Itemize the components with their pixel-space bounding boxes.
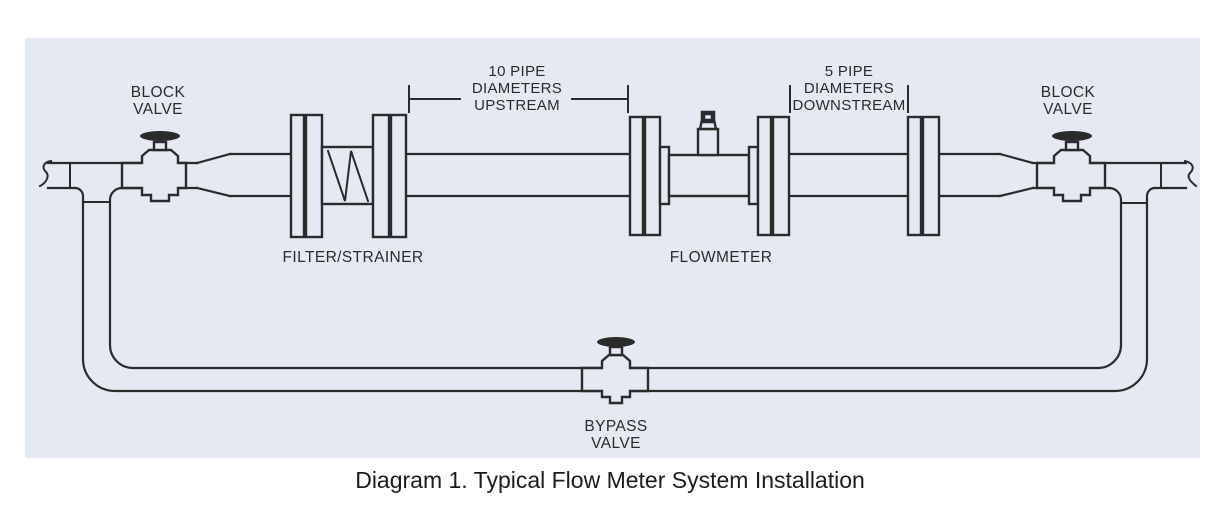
flange bbox=[906, 115, 923, 237]
upstream-dim-label: 10 PIPE bbox=[488, 63, 545, 80]
valve-stem bbox=[1064, 140, 1080, 152]
strainer-screen-icon bbox=[326, 149, 370, 203]
block-valve-right-label: VALVE bbox=[1043, 101, 1093, 118]
flowmeter-label: FLOWMETER bbox=[670, 249, 773, 266]
handwheel-icon bbox=[1052, 131, 1092, 141]
block-valve-right-symbol bbox=[1035, 131, 1107, 203]
upstream-dim-label: UPSTREAM bbox=[474, 97, 560, 114]
flange bbox=[389, 113, 408, 239]
transmitter-cap-icon bbox=[700, 110, 716, 124]
flange bbox=[771, 115, 791, 237]
diagram-caption: Diagram 1. Typical Flow Meter System Ins… bbox=[355, 467, 865, 493]
valve-body bbox=[120, 148, 188, 203]
valve-stem bbox=[608, 345, 624, 357]
filter-strainer-symbol bbox=[289, 113, 408, 239]
valve-stem bbox=[152, 140, 168, 152]
valve-body bbox=[1035, 148, 1107, 203]
handwheel-icon bbox=[140, 131, 180, 141]
downstream-flange-pair bbox=[906, 115, 941, 237]
bypass-valve-symbol bbox=[580, 337, 650, 405]
downstream-dim-label: DOWNSTREAM bbox=[793, 97, 906, 114]
block-valve-right-label: BLOCK bbox=[1041, 84, 1096, 101]
flange bbox=[628, 115, 645, 237]
dimension-downstream: 5 PIPE DIAMETERS DOWNSTREAM bbox=[789, 63, 909, 114]
filter-strainer-label: FILTER/STRAINER bbox=[283, 249, 424, 266]
flange bbox=[756, 115, 773, 237]
block-valve-left-label: BLOCK bbox=[131, 84, 186, 101]
block-valve-left-label: VALVE bbox=[133, 101, 183, 118]
flange bbox=[371, 113, 391, 239]
downstream-dim-label: 5 PIPE bbox=[825, 63, 874, 80]
handwheel-icon bbox=[597, 337, 635, 347]
flowmeter-symbol bbox=[628, 110, 791, 237]
flange bbox=[304, 113, 324, 239]
flange bbox=[643, 115, 662, 237]
bypass-valve-label: BYPASS bbox=[584, 418, 647, 435]
transmitter-fitting bbox=[696, 110, 720, 157]
pipe-break-icon bbox=[38, 159, 53, 188]
pipe-break-icon bbox=[1183, 159, 1198, 188]
dimension-upstream: 10 PIPE DIAMETERS UPSTREAM bbox=[408, 63, 629, 114]
upstream-dim-label: DIAMETERS bbox=[472, 80, 562, 97]
downstream-dim-label: DIAMETERS bbox=[804, 80, 894, 97]
bypass-valve-label: VALVE bbox=[591, 435, 641, 452]
meter-body bbox=[667, 153, 751, 198]
flange bbox=[289, 113, 306, 239]
meter-hub bbox=[747, 145, 760, 206]
flange bbox=[921, 115, 941, 237]
meter-hub bbox=[658, 145, 671, 206]
block-valve-left-symbol bbox=[120, 131, 188, 203]
